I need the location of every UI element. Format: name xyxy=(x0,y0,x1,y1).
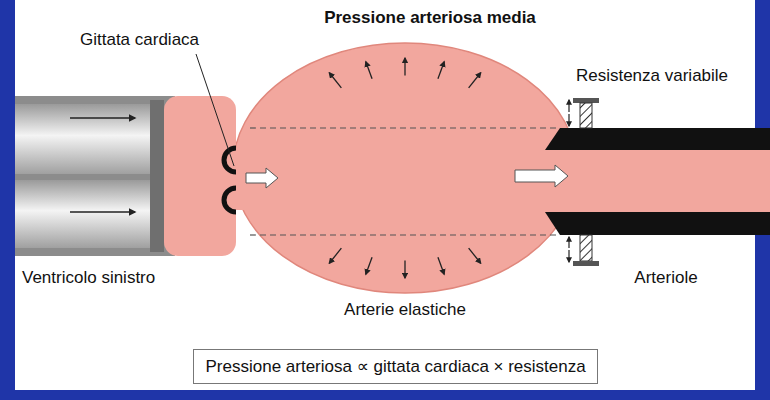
leader-line xyxy=(196,54,234,166)
expansion-arrow xyxy=(366,257,372,274)
ventricle-pump xyxy=(15,96,175,256)
formula-box: Pressione arteriosa ∝ gittata cardiaca ×… xyxy=(193,349,598,384)
expansion-arrow xyxy=(469,248,481,263)
expansion-arrow xyxy=(469,73,481,88)
expansion-arrow xyxy=(366,62,372,79)
part-label: Arterie elastiche xyxy=(344,300,466,320)
part-label: Gittata cardiaca xyxy=(80,30,199,50)
expansion-arrow xyxy=(329,73,341,88)
part-label: Ventricolo sinistro xyxy=(22,268,155,288)
resistance-screw xyxy=(569,98,599,266)
arteriole-tube xyxy=(545,128,770,235)
expansion-arrow xyxy=(438,257,444,274)
formula-text: Pressione arteriosa ∝ gittata cardiaca ×… xyxy=(206,357,586,377)
elastic-arteries xyxy=(164,43,577,293)
part-label: Resistenza variabile xyxy=(576,66,728,86)
title: Pressione arteriosa media xyxy=(324,8,536,28)
flow-arrow xyxy=(515,165,568,187)
expansion-arrow xyxy=(438,62,444,79)
expansion-arrow xyxy=(404,58,405,76)
flow-arrow xyxy=(246,168,278,188)
part-label: Arteriole xyxy=(634,268,697,288)
expansion-arrow xyxy=(404,261,405,279)
expansion-arrow xyxy=(329,248,341,263)
